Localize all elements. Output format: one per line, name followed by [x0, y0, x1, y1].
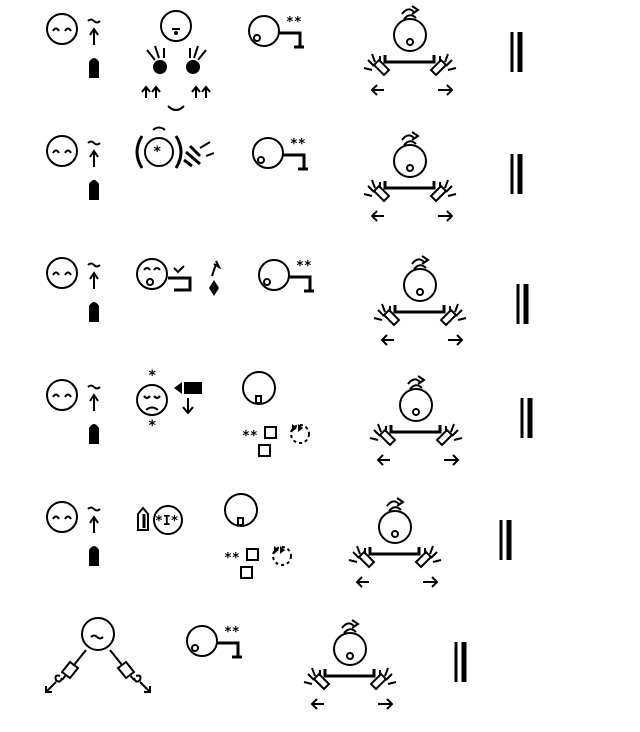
end-mark-double-bar	[512, 32, 520, 72]
squeeze-figure-sign	[368, 374, 464, 467]
end-mark-double-bar	[518, 284, 526, 324]
open-mouth-face-speech-sign	[185, 623, 244, 659]
row-1	[46, 4, 520, 111]
squeeze-figure-sign	[347, 496, 443, 589]
squeeze-figure-sign	[362, 4, 458, 97]
dotted-face-raised-hands-sign	[141, 10, 211, 111]
calm-face-small-person-sign	[46, 379, 101, 445]
squeeze-figure-sign	[302, 618, 398, 711]
row-2: *	[46, 126, 520, 223]
svg-text:*: *	[148, 418, 156, 434]
svg-text:*: *	[153, 144, 161, 160]
bottle-star-circle-sign: *I*	[137, 505, 183, 535]
squeeze-figure-sign	[362, 130, 458, 223]
small-mouth-boxes-dots-sign	[241, 371, 310, 457]
open-mouth-face-speech-sign	[257, 257, 316, 293]
open-mouth-face-speech-sign	[247, 13, 306, 49]
svg-text:*: *	[148, 368, 156, 384]
svg-text:*I*: *I*	[155, 514, 179, 529]
star-brackets-brush-sign: *	[135, 126, 215, 169]
end-mark-double-bar	[456, 642, 464, 682]
squeeze-figure-sign	[372, 254, 468, 347]
tilde-face-spreading-arms-sign	[45, 617, 151, 693]
end-mark-double-bar	[501, 520, 509, 560]
open-mouth-face-speech-sign	[251, 135, 310, 171]
end-mark-double-bar	[512, 154, 520, 194]
calm-face-small-person-sign	[46, 135, 101, 201]
small-mouth-boxes-dots-sign	[223, 493, 292, 579]
row-3	[46, 254, 526, 347]
row-4: * *	[46, 368, 530, 467]
pouting-face-check-drop-sign	[136, 258, 222, 296]
calm-face-small-person-sign	[46, 257, 101, 323]
row-5: *I*	[46, 493, 509, 589]
row-6	[45, 617, 464, 711]
end-mark-double-bar	[522, 398, 530, 438]
calm-face-small-person-sign	[46, 13, 101, 79]
calm-face-small-person-sign	[46, 501, 101, 567]
starred-face-flag-arrow-sign: * *	[136, 368, 202, 434]
